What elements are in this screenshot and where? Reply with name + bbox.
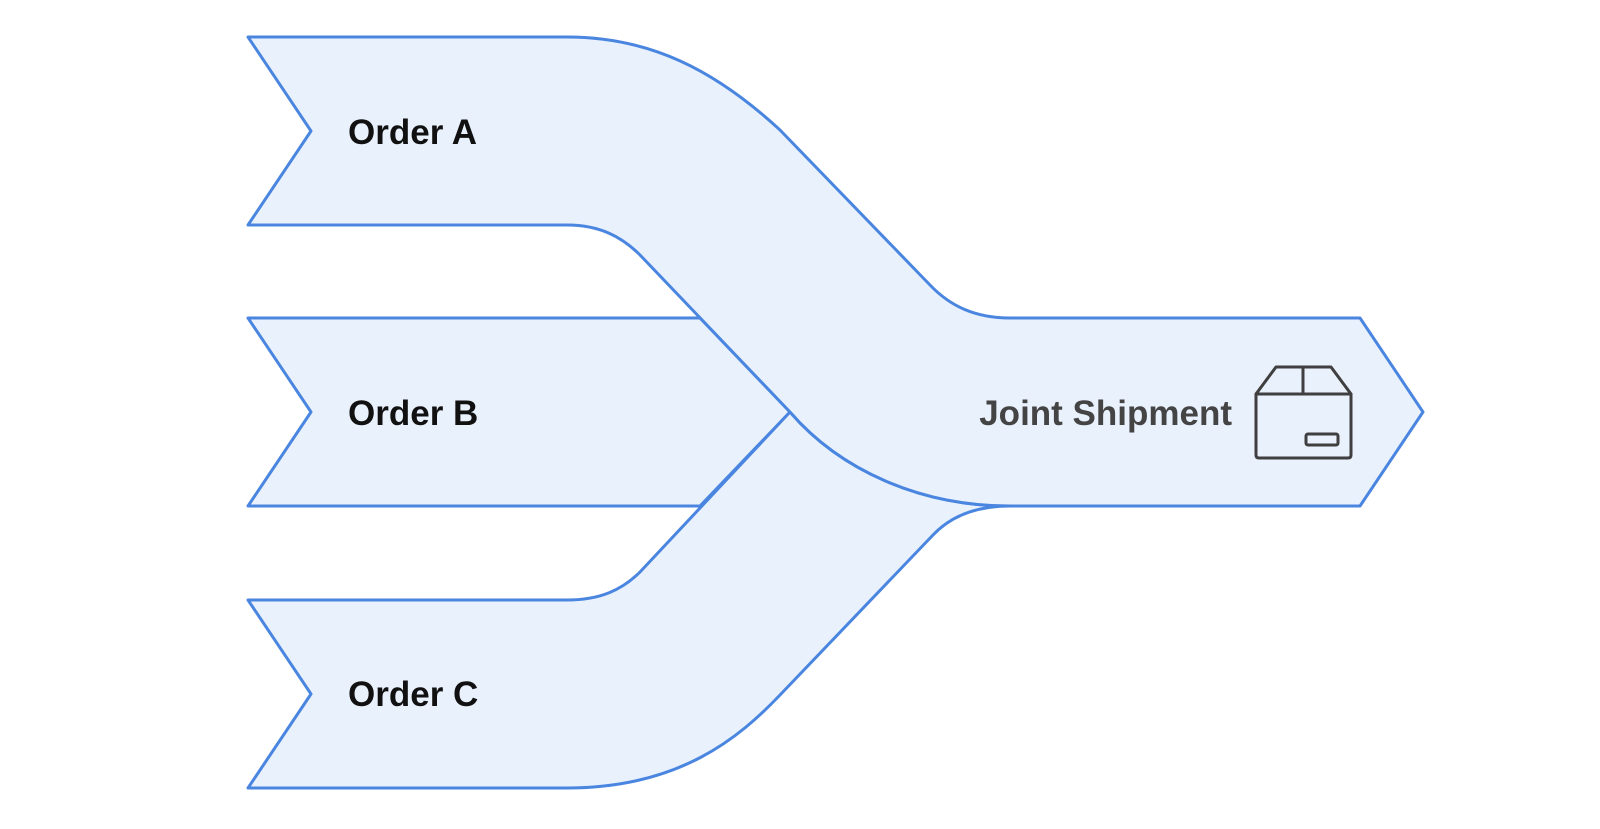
joint-shipment-label: Joint Shipment: [979, 394, 1232, 433]
order-b-label: Order B: [348, 394, 478, 433]
package-box-icon: [1254, 365, 1353, 460]
flow-arrow-order-a-to-output: [246, 35, 1425, 508]
flow-arrow-order-b: [246, 316, 792, 508]
order-c-label: Order C: [348, 675, 478, 714]
order-a-label: Order A: [348, 113, 477, 152]
